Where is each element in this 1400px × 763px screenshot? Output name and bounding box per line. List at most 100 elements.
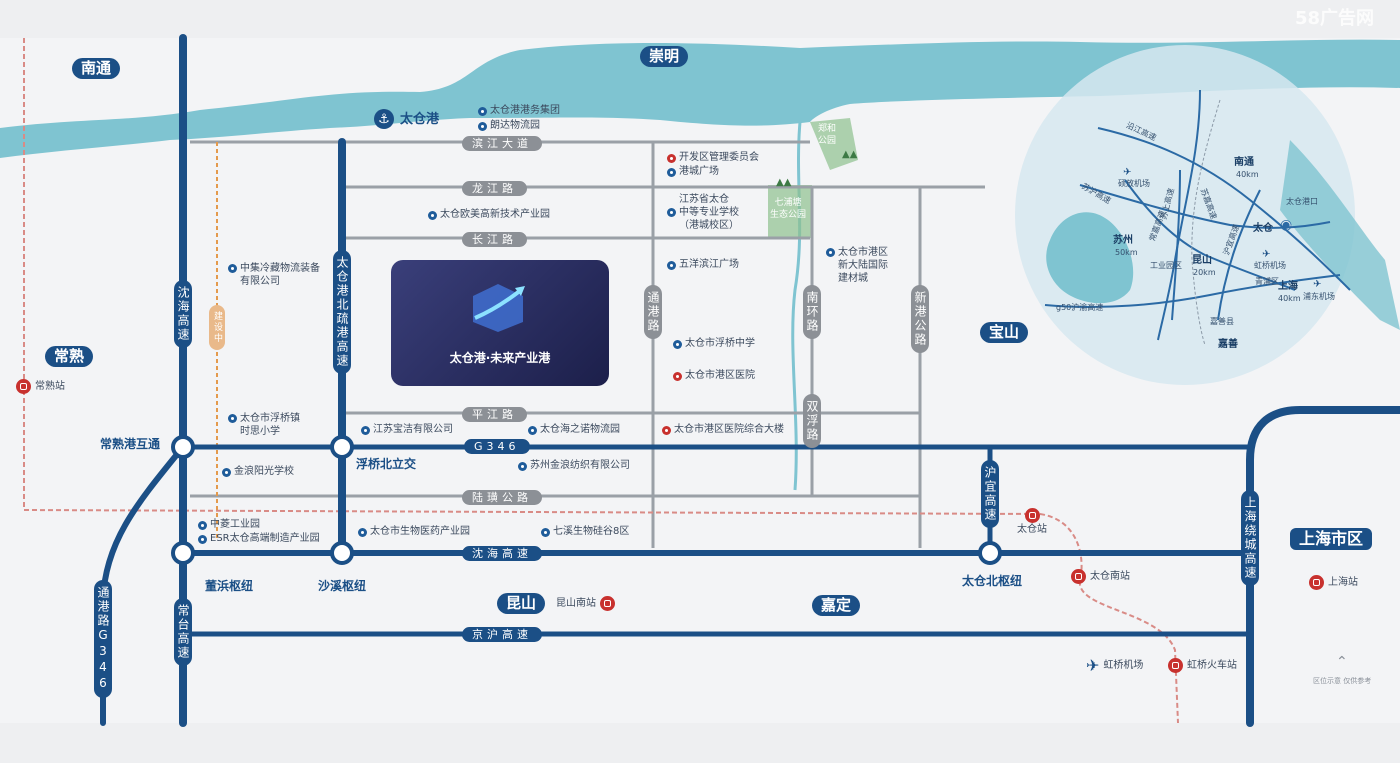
inset-suzhou: 苏州 bbox=[1113, 235, 1133, 246]
poi-qixi: 七溪生物硅谷8区 bbox=[541, 527, 629, 537]
tree-icon: ▲▲ bbox=[842, 149, 858, 160]
interchange-nodes bbox=[171, 435, 1002, 565]
park-qipu: 七浦塘 生态公园 bbox=[770, 198, 807, 220]
poi-biomedical: 太仓市生物医药产业园 bbox=[358, 527, 470, 537]
inset-taicang-port: 太仓港口 bbox=[1286, 197, 1318, 206]
inset-airplane-icon: ✈ bbox=[1313, 279, 1322, 290]
rail-station-icon bbox=[1071, 569, 1086, 584]
poi-jinlang-school: 金浪阳光学校 bbox=[222, 467, 294, 477]
poi-shisi-school: 太仓市浮桥镇 时思小学 bbox=[228, 412, 300, 438]
city-chongming: 崇明 bbox=[640, 46, 689, 67]
poi-cimc: 中集冷藏物流装备 有限公司 bbox=[228, 262, 320, 288]
inset-g50: g50沪渝高速 bbox=[1056, 303, 1104, 312]
compass-icon: ⌃ bbox=[1336, 654, 1348, 670]
city-changshu: 常熟 bbox=[45, 346, 94, 367]
hospital-icon bbox=[673, 371, 682, 381]
project-card: 太仓港·未来产业港 bbox=[391, 260, 609, 386]
poi-jinlang-textile: 苏州金浪纺织有限公司 bbox=[518, 461, 630, 471]
inset-shanghai-km: 40km bbox=[1278, 294, 1301, 303]
poi-icon bbox=[361, 425, 370, 435]
poi-icon bbox=[541, 527, 550, 537]
disclaimer: 区位示意 仅供参考 bbox=[1313, 677, 1372, 685]
poi-icon bbox=[667, 260, 676, 270]
school-icon bbox=[673, 339, 682, 349]
road-under-construction: 建设中 bbox=[209, 305, 225, 350]
inset-jiashan: 嘉善 bbox=[1218, 339, 1238, 350]
poi-fuqiao-middle-school: 太仓市浮桥中学 bbox=[673, 339, 755, 349]
node-dongbin: 董浜枢纽 bbox=[205, 579, 254, 593]
poi-euro-park: 太仓欧美高新技术产业园 bbox=[428, 210, 550, 220]
road-xingang: 新港公路 bbox=[911, 285, 929, 353]
park-zhenghe: 郑和 公园 bbox=[818, 124, 837, 146]
inset-roads bbox=[1044, 89, 1351, 341]
poi-icon bbox=[428, 210, 437, 220]
inset-nantong: 南通 bbox=[1234, 157, 1254, 168]
station-kunshan-south: 昆山南站 bbox=[556, 596, 615, 611]
poi-vocational-school: 江苏省太仓 中等专业学校 （港城校区） bbox=[667, 193, 739, 232]
road-nanhuan: 南环路 bbox=[803, 285, 821, 339]
station-hongqiao-air: ✈虹桥机场 bbox=[1086, 656, 1144, 675]
poi-icon bbox=[198, 520, 207, 530]
anchor-icon: ⚓ bbox=[374, 109, 394, 129]
inset-airplane-icon: ✈ bbox=[1123, 167, 1132, 178]
rail-station-icon bbox=[16, 379, 31, 394]
poi-icon bbox=[198, 534, 207, 544]
gov-icon bbox=[667, 153, 676, 163]
inset-nantong-km: 40km bbox=[1236, 170, 1259, 179]
school-icon bbox=[228, 414, 237, 423]
city-kunshan: 昆山 bbox=[497, 593, 546, 614]
poi-haizhinuo: 太仓海之诺物流园 bbox=[528, 425, 620, 435]
road-binjiang: 滨江大道 bbox=[462, 136, 542, 151]
city-shanghai: 上海市区 bbox=[1290, 528, 1373, 550]
road-tonggang-g346: 通港路G346 bbox=[94, 580, 112, 698]
rail-station-icon bbox=[1309, 575, 1324, 590]
inset-kunshan-km: 20km bbox=[1193, 268, 1216, 277]
station-taicang: 太仓站 bbox=[1017, 508, 1047, 535]
watermark: 58广告网 bbox=[1295, 8, 1375, 29]
taicang-port: ⚓ 太仓港 bbox=[374, 109, 439, 129]
station-taicang-south: 太仓南站 bbox=[1071, 569, 1130, 584]
inset-industrial: 工业园区 bbox=[1150, 261, 1182, 270]
inset-water bbox=[1280, 140, 1400, 330]
inset-qingpu: 青浦区 bbox=[1255, 277, 1279, 286]
tree-icon: ▲▲ bbox=[776, 177, 792, 188]
poi-icon bbox=[478, 106, 487, 116]
poi-icon bbox=[667, 167, 676, 177]
node-fuqiao-north: 浮桥北立交 bbox=[356, 457, 417, 471]
station-changshu: 常熟站 bbox=[16, 379, 65, 394]
road-luhuang: 陆璜公路 bbox=[462, 490, 542, 505]
poi-langda: 朗达物流园 bbox=[478, 121, 540, 131]
road-taicang-north: 太仓港北疏港高速 bbox=[333, 250, 351, 374]
poi-building-mall: 太仓市港区 新大陆国际 建材城 bbox=[826, 246, 888, 285]
rail-station-icon bbox=[1024, 508, 1040, 523]
project-logo-icon bbox=[469, 282, 527, 334]
poi-zhongling: 中菱工业园 bbox=[198, 520, 260, 530]
city-baoshan: 宝山 bbox=[980, 322, 1029, 343]
poi-pg: 江苏宝洁有限公司 bbox=[361, 425, 453, 435]
river-branch bbox=[791, 121, 802, 491]
poi-gangcheng-plaza: 港城广场 bbox=[667, 167, 719, 177]
inset-pudong: 浦东机场 bbox=[1303, 292, 1335, 301]
rail-station-icon bbox=[1168, 658, 1183, 673]
port-label: 太仓港 bbox=[400, 111, 440, 127]
road-g346: G346 bbox=[464, 439, 530, 454]
road-changjiang: 长江路 bbox=[462, 232, 527, 247]
airplane-icon: ✈ bbox=[1086, 656, 1100, 675]
node-taicang-north: 太仓北枢纽 bbox=[962, 574, 1023, 588]
station-shanghai: 上海站 bbox=[1309, 575, 1358, 590]
road-changtai: 常台高速 bbox=[174, 598, 192, 666]
node-changshu-interchange: 常熟港互通 bbox=[100, 437, 161, 451]
road-longjiang: 龙江路 bbox=[462, 181, 527, 196]
road-jinghu: 京沪高速 bbox=[462, 627, 542, 642]
poi-icon bbox=[478, 121, 487, 131]
taihu-lake bbox=[1046, 212, 1134, 304]
poi-wuyang-plaza: 五洋滨江广场 bbox=[667, 260, 739, 270]
poi-esr: ESR太仓高端制造产业园 bbox=[198, 534, 320, 544]
rail-station-icon bbox=[600, 596, 615, 611]
school-icon bbox=[222, 467, 231, 477]
location-pin-icon: ◉ bbox=[1280, 217, 1293, 233]
inset-hongqiao: 虹桥机场 bbox=[1254, 261, 1286, 270]
local-roads bbox=[190, 140, 985, 548]
